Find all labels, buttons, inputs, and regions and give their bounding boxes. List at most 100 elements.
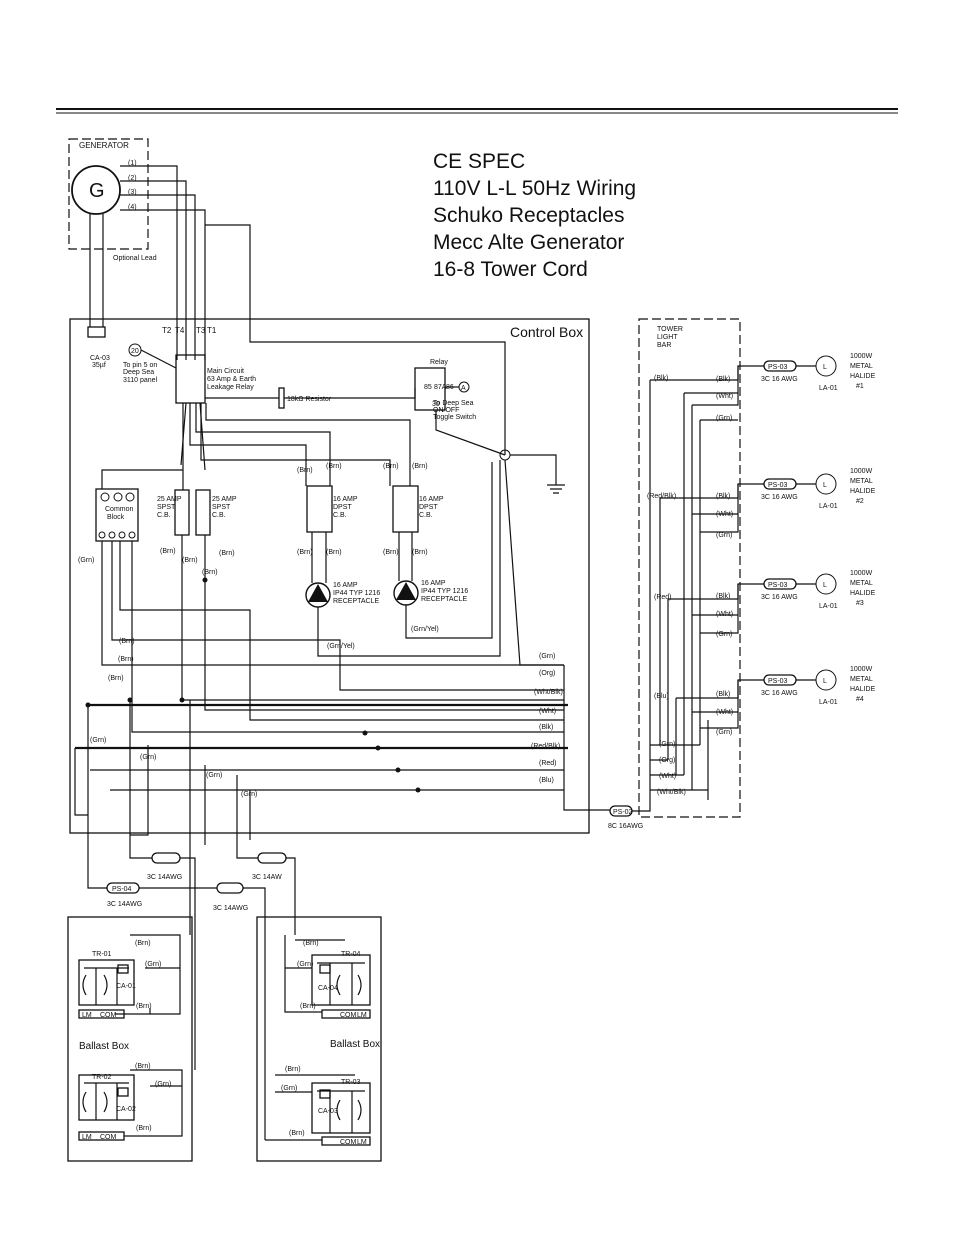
cable-3-awg: 3C 14AWG	[213, 905, 248, 912]
generator-g: G	[89, 180, 105, 202]
resistor	[278, 387, 285, 409]
wire-grn-yel-2: (Grn/Yel)	[411, 626, 439, 633]
tower-in-red: (Red)	[654, 594, 672, 601]
bundle-blk: (Blk)	[539, 724, 553, 731]
wire-brn-16a-1: (Brn)	[297, 467, 313, 474]
toggle-note-2: ON/OFF	[433, 407, 459, 414]
wire-brn-16a-6: (Brn)	[326, 549, 342, 556]
tower-in-blk: (Blk)	[654, 375, 668, 382]
relay-note-2: Deep Sea	[123, 369, 154, 376]
lamp-1-desc-3: HALIDE	[850, 373, 876, 380]
tr01-tap-lm: LM	[82, 1012, 92, 1019]
ballast3-brn-2: (Brn)	[289, 1130, 305, 1137]
header-rule	[56, 108, 898, 114]
relay-tag-number: 20	[131, 348, 139, 355]
lamp-2-desc-3: HALIDE	[850, 488, 876, 495]
relay	[414, 367, 446, 411]
wire-brn-16a-7: (Brn)	[383, 549, 399, 556]
tower-l1-wht: (Wht)	[716, 393, 733, 400]
ballast2-grn: (Grn)	[155, 1081, 171, 1088]
tower-in-red-blk: (Red/Blk)	[647, 493, 676, 500]
control-box-label: Control Box	[510, 324, 583, 340]
wire-brn-d: (Brn)	[202, 569, 218, 576]
wire-brn-16a-4: (Brn)	[412, 463, 428, 470]
tower-bus-grn: (Grn)	[659, 741, 675, 748]
ca02-label: CA-02	[116, 1106, 136, 1113]
breaker-16a-1-line-3: C.B.	[333, 512, 347, 519]
wire-brn-16a-8: (Brn)	[412, 549, 428, 556]
tower-label-1: TOWER	[657, 326, 683, 333]
lamp-3: PS-03 3C 16 AWG L LA-01 1000W METAL HALI…	[761, 570, 876, 610]
lamp-3-desc-2: METAL	[850, 580, 873, 587]
bundle-org: (Org)	[539, 670, 555, 677]
lamp-2-symbol: L	[823, 482, 827, 489]
breaker-25a-2-line-2: SPST	[212, 504, 231, 511]
tr02-tap-lm: LM	[82, 1134, 92, 1141]
lamp-4-desc-4: #4	[856, 696, 864, 703]
lamp-1-desc-4: #1	[856, 383, 864, 390]
lamp-1-awg: 3C 16 AWG	[761, 376, 798, 383]
ballast4-brn-2: (Brn)	[300, 1003, 316, 1010]
tr01-tap-com: COM	[100, 1012, 117, 1019]
receptacle-1-line-1: 16 AMP	[333, 582, 358, 589]
title-line-3: Schuko Receptacles	[433, 204, 625, 227]
wire-grn-yel-1: (Grn/Yel)	[327, 643, 355, 650]
terminal-t2: T2	[162, 326, 172, 335]
ground-symbol-icon	[547, 484, 565, 494]
toggle-tag-letter: A	[461, 385, 466, 392]
breaker-25a-1-line-1: 25 AMP	[157, 496, 182, 503]
wire-brn-16a-2: (Brn)	[326, 463, 342, 470]
lamp-3-cable: PS-03	[768, 582, 788, 589]
receptacle-1-line-3: RECEPTACLE	[333, 598, 379, 605]
title-line-2: 110V L-L 50Hz Wiring	[433, 177, 637, 200]
lamp-2-desc-2: METAL	[850, 478, 873, 485]
ballast1-brn-1: (Brn)	[135, 940, 151, 947]
lamp-4-cable: PS-03	[768, 678, 788, 685]
bundle-red: (Red)	[539, 760, 557, 767]
lamp-2-desc-1: 1000W	[850, 468, 873, 475]
relay-pin-85: 85	[424, 384, 432, 391]
main-circuit-breaker	[175, 354, 206, 404]
tr02-tap-com: COM	[100, 1134, 117, 1141]
wire-brn-f: (Brn)	[118, 656, 134, 663]
main-circuit-line-3: Leakage Relay	[207, 384, 254, 391]
optional-lead: Optional Lead	[113, 255, 157, 262]
lamp-2-cable: PS-03	[768, 482, 788, 489]
lamp-3-desc-3: HALIDE	[850, 590, 876, 597]
wire-grn-c: (Grn)	[206, 772, 222, 779]
tr03-tap-lm: LM	[357, 1139, 367, 1146]
tower-l2-grn: (Grn)	[716, 532, 732, 539]
lamp-2: PS-03 3C 16 AWG L LA-01 1000W METAL HALI…	[761, 468, 876, 510]
ps04-awg: 3C 14AWG	[107, 901, 142, 908]
wire-grn-a: (Grn)	[90, 737, 106, 744]
wire-brn-16a-5: (Brn)	[297, 549, 313, 556]
lamp-1-desc-2: METAL	[850, 363, 873, 370]
tr04-label: TR-04	[341, 951, 361, 958]
breaker-25a-2	[195, 489, 211, 536]
bundle-red-blk: (Red/Blk)	[531, 743, 560, 750]
tower-label-2: LIGHT	[657, 334, 678, 341]
tower-l2-wht: (Wht)	[716, 511, 733, 518]
breaker-16a-1-line-2: DPST	[333, 504, 352, 511]
relay-pin-30: 30	[432, 401, 440, 408]
lamp-1-symbol: L	[823, 364, 827, 371]
tower-l3-wht: (Wht)	[716, 611, 733, 618]
tower-l3-grn: (Grn)	[716, 631, 732, 638]
tower-l1-grn: (Grn)	[716, 415, 732, 422]
ballast4-brn-1: (Brn)	[303, 940, 319, 947]
lamp-3-desc-4: #3	[856, 600, 864, 607]
terminal-t3: T3	[196, 326, 206, 335]
control-box: Control Box T2 T4 T3 T1 Main Circuit 63 …	[69, 318, 610, 834]
relay-note-3: 3110 panel	[123, 377, 158, 384]
diagram-title: CE SPEC 110V L-L 50Hz Wiring Schuko Rece…	[433, 148, 636, 283]
tower-bus-wht-blk: (Wht/Blk)	[657, 789, 686, 796]
breaker-16a-2	[392, 485, 419, 533]
wire-brn-e: (Brn)	[119, 638, 135, 645]
wire-brn-a: (Brn)	[160, 548, 176, 555]
tr03-label: TR-03	[341, 1079, 361, 1086]
receptacle-2-line-3: RECEPTACLE	[421, 596, 467, 603]
toggle-note-1: To Deep Sea	[433, 400, 474, 407]
relay-note-1: To pin 5 on	[123, 362, 157, 369]
lamp-4: PS-03 3C 16 AWG L LA-01 1000W METAL HALI…	[761, 666, 876, 706]
breaker-16a-2-line-2: DPST	[419, 504, 438, 511]
